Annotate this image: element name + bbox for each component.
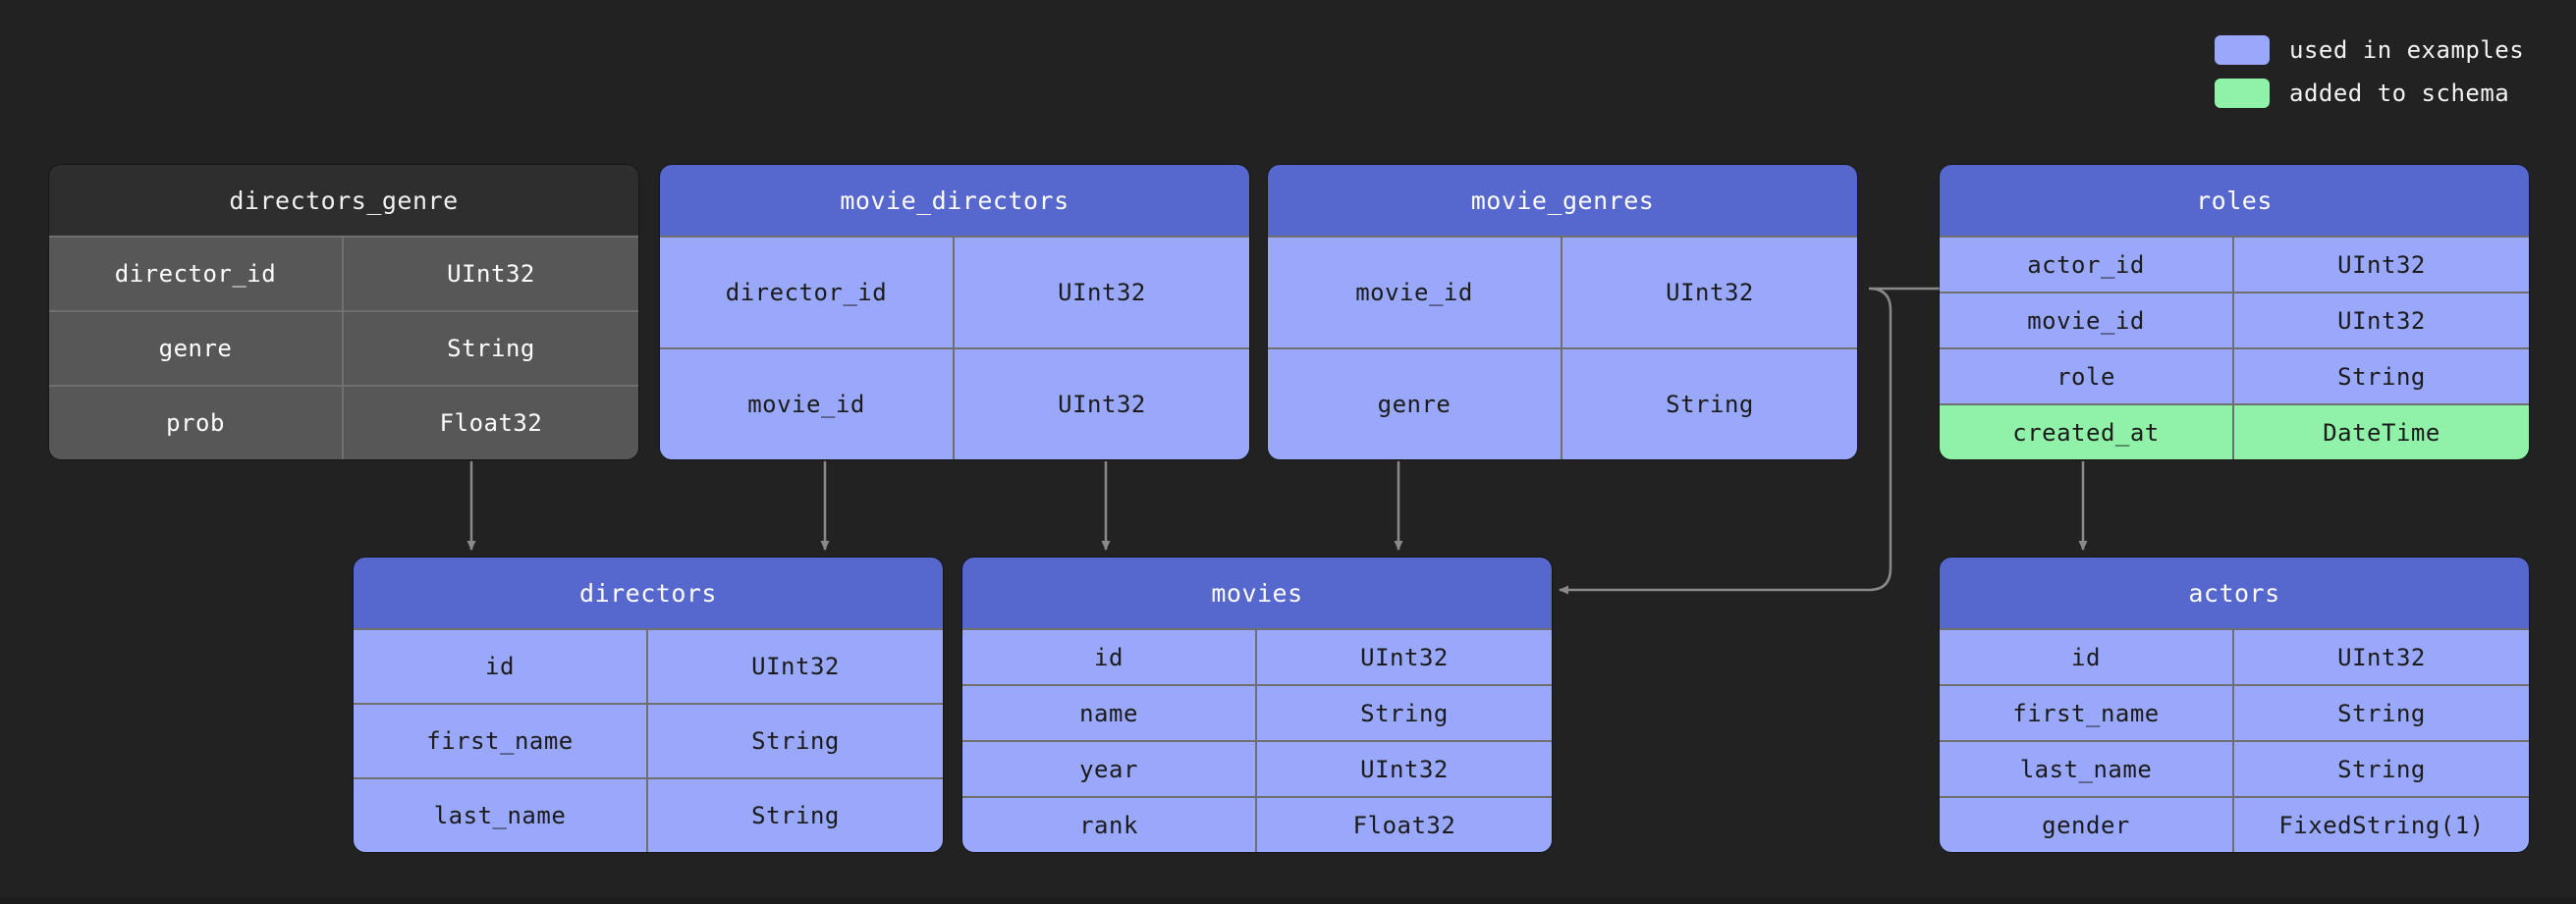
bottom-edge-artifact [0, 898, 2576, 904]
column-name-cell: id [1940, 630, 2234, 684]
table-title: directors_genre [49, 165, 638, 236]
column-type-cell: UInt32 [1257, 630, 1552, 684]
column-type-cell: String [2234, 686, 2529, 740]
legend-label: used in examples [2289, 36, 2525, 64]
column-type-cell: UInt32 [1257, 742, 1552, 796]
legend-swatch [2215, 35, 2270, 65]
column-name-cell: movie_id [1268, 238, 1562, 347]
column-type-cell: String [1257, 686, 1552, 740]
column-type-cell: UInt32 [1562, 238, 1857, 347]
column-name-cell: first_name [354, 705, 648, 777]
column-type-cell: UInt32 [2234, 238, 2529, 292]
column-type-cell: String [648, 705, 943, 777]
column-name-cell: name [962, 686, 1257, 740]
column-type-cell: UInt32 [955, 349, 1249, 459]
column-name-cell: id [962, 630, 1257, 684]
column-name-cell: movie_id [660, 349, 955, 459]
table-title: movie_directors [660, 165, 1249, 236]
column-name-cell: director_id [49, 238, 344, 310]
column-type-cell: String [2234, 349, 2529, 403]
column-type-cell: String [2234, 742, 2529, 796]
column-type-cell: UInt32 [2234, 293, 2529, 347]
column-name-cell: genre [49, 312, 344, 385]
column-type-cell: String [648, 779, 943, 852]
table-title: roles [1940, 165, 2529, 236]
column-name-cell: last_name [354, 779, 648, 852]
column-type-cell: UInt32 [344, 238, 638, 310]
column-type-cell: DateTime [2234, 405, 2529, 459]
column-type-cell: String [344, 312, 638, 385]
legend-label: added to schema [2289, 80, 2510, 107]
legend-swatch [2215, 79, 2270, 108]
column-type-cell: FixedString(1) [2234, 798, 2529, 852]
column-type-cell: UInt32 [648, 630, 943, 703]
column-name-cell: created_at [1940, 405, 2234, 459]
table-title: actors [1940, 558, 2529, 628]
column-name-cell: prob [49, 387, 344, 459]
table-title: movies [962, 558, 1552, 628]
column-name-cell: role [1940, 349, 2234, 403]
column-name-cell: id [354, 630, 648, 703]
table-title: directors [354, 558, 943, 628]
column-type-cell: String [1562, 349, 1857, 459]
column-name-cell: actor_id [1940, 238, 2234, 292]
legend-item: added to schema [2215, 79, 2524, 108]
legend-item: used in examples [2215, 35, 2524, 65]
column-name-cell: movie_id [1940, 293, 2234, 347]
column-type-cell: UInt32 [955, 238, 1249, 347]
column-name-cell: rank [962, 798, 1257, 852]
column-name-cell: first_name [1940, 686, 2234, 740]
table-title: movie_genres [1268, 165, 1857, 236]
legend: used in examples added to schema [2215, 35, 2524, 108]
column-name-cell: year [962, 742, 1257, 796]
column-name-cell: last_name [1940, 742, 2234, 796]
column-type-cell: Float32 [1257, 798, 1552, 852]
column-type-cell: UInt32 [2234, 630, 2529, 684]
column-name-cell: gender [1940, 798, 2234, 852]
column-type-cell: Float32 [344, 387, 638, 459]
column-name-cell: director_id [660, 238, 955, 347]
column-name-cell: genre [1268, 349, 1562, 459]
